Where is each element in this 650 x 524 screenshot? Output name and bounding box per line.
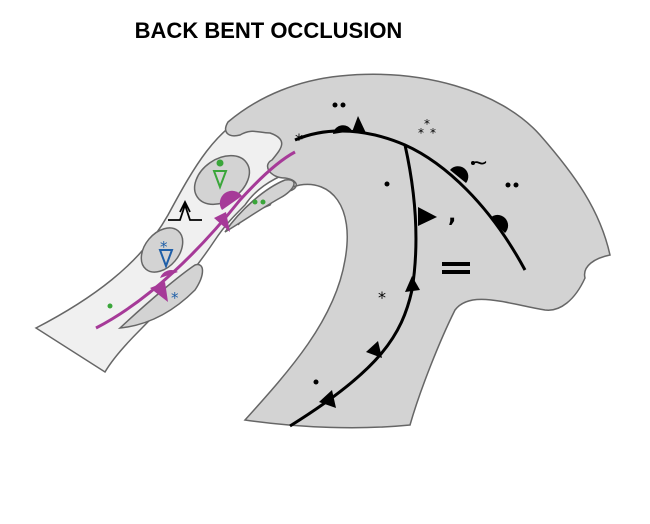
cold-front-symbol: [405, 276, 420, 292]
occluded-front-warm-symbol: [160, 269, 178, 278]
rain-dot-icon: [384, 181, 390, 187]
green-rain-dot-icon: [252, 199, 258, 205]
blue-snow-icon: *: [160, 238, 168, 256]
fog-icon: [442, 270, 470, 274]
warm-front-symbol: [490, 214, 509, 233]
fog-icon: [442, 262, 470, 266]
freezing-drizzle-icon: ~: [470, 151, 488, 176]
blue-snow-icon: *: [171, 289, 179, 307]
snow-icon: *: [295, 130, 303, 149]
heavy-snow-icon: *: [418, 126, 424, 140]
blue-shower-triangle-icon: [158, 249, 174, 269]
cold-front-symbol: [418, 207, 437, 226]
green-rain-dot-icon: [216, 159, 224, 167]
cold-front-symbol: [366, 341, 382, 358]
green-rain-dot-icon: [107, 303, 113, 309]
drizzle-icon: ,: [448, 203, 456, 228]
cold-front-symbol: [319, 390, 336, 408]
green-rain-dot-icon: [260, 199, 266, 205]
rain-dot-icon: [513, 182, 519, 188]
freezing-dot-icon: [471, 161, 475, 165]
rain-dot-icon: [340, 102, 346, 108]
occluded-front-cold-symbol: [214, 212, 230, 232]
occluded-front-warm-symbol: [219, 190, 242, 210]
heavy-snow-icon: *: [430, 126, 436, 140]
thunder-icon: [168, 199, 202, 221]
rain-dot-icon: [313, 379, 319, 385]
cold-front-symbol: [352, 116, 366, 133]
warm-front-symbol: [333, 125, 352, 134]
heavy-snow-icon: *: [424, 117, 430, 131]
rain-dot-icon: [505, 182, 511, 188]
rain-dot-icon: [332, 102, 338, 108]
snow-icon: *: [378, 288, 386, 307]
warm-front-symbol: [450, 166, 469, 183]
green-shower-triangle-icon: [212, 170, 228, 190]
cloud-cell: [224, 179, 295, 233]
occluded-front-cold-symbol: [150, 282, 168, 302]
diagram-title: BACK BENT OCCLUSION: [134, 18, 403, 43]
